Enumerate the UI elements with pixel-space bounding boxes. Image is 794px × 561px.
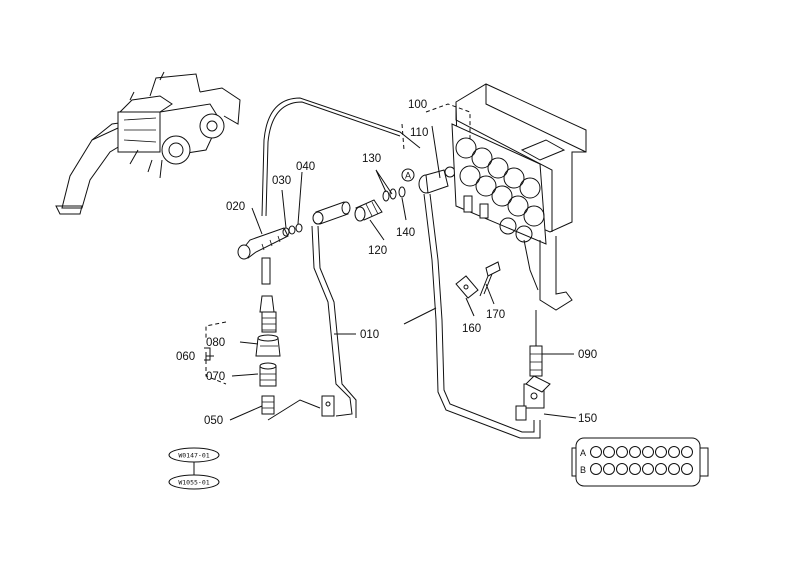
serial-stamp-top-text: W0147-01 — [178, 452, 209, 460]
adapter-120 — [354, 199, 383, 222]
o-ring-130a — [382, 190, 390, 202]
fitting-150 — [515, 375, 551, 421]
label-050: 050 — [204, 415, 223, 427]
serial-stamp-bottom-text: W1055-01 — [178, 479, 209, 487]
backhoe-loader-icon — [55, 71, 241, 215]
connector-port — [629, 463, 641, 475]
label-010: 010 — [360, 329, 379, 341]
group-bracket-060 — [205, 321, 227, 385]
connector-port — [616, 446, 628, 458]
label-170: 170 — [486, 309, 505, 321]
fitting-stack — [255, 295, 281, 415]
label-110: 110 — [410, 127, 428, 139]
label-030: 030 — [272, 175, 291, 187]
connector-port — [616, 463, 628, 475]
label-070: 070 — [206, 371, 225, 383]
bolt-170 — [479, 261, 501, 297]
elbow-fitting-020 — [237, 227, 289, 285]
steel-pipe-010 — [267, 201, 357, 421]
connector-port — [603, 463, 615, 475]
connector-port — [681, 446, 693, 458]
plate-160 — [455, 275, 479, 299]
o-ring-130b — [389, 188, 397, 200]
control-valve-block — [451, 83, 587, 311]
connector-port — [590, 463, 602, 475]
marker-circle-a-label: A — [405, 171, 411, 181]
fitting-090 — [529, 310, 543, 377]
connector-port — [629, 446, 641, 458]
connector-port — [603, 446, 615, 458]
label-060: 060 — [176, 351, 195, 363]
label-120: 120 — [368, 245, 387, 257]
label-020: 020 — [226, 201, 245, 213]
connector-port — [668, 463, 680, 475]
connector-port — [642, 446, 654, 458]
label-130: 130 — [362, 153, 381, 165]
o-ring-040 — [295, 223, 303, 233]
elbow-fitting-110 — [418, 166, 456, 194]
o-ring-140 — [398, 186, 406, 198]
lower-tube — [423, 193, 541, 439]
connector-label-a: A — [580, 448, 586, 458]
marker-circle-a — [401, 168, 415, 182]
label-090: 090 — [578, 349, 597, 361]
label-100: 100 — [408, 99, 427, 111]
connector-port — [655, 463, 667, 475]
connector-port — [655, 446, 667, 458]
connector-port — [590, 446, 602, 458]
serial-stamp-bottom: W1055-01 — [168, 474, 220, 490]
connector-label-b: B — [580, 465, 586, 475]
label-140: 140 — [396, 227, 415, 239]
label-150: 150 — [578, 413, 597, 425]
serial-stamp-top: W0147-01 — [168, 447, 220, 463]
connector-port — [681, 463, 693, 475]
label-160: 160 — [462, 323, 481, 335]
leader-lines — [206, 169, 577, 421]
connector-port — [642, 463, 654, 475]
connector-port — [668, 446, 680, 458]
label-040: 040 — [296, 161, 315, 173]
connector-block-icon: A B — [571, 437, 709, 487]
upper-hose — [261, 97, 421, 217]
label-080: 080 — [206, 337, 225, 349]
